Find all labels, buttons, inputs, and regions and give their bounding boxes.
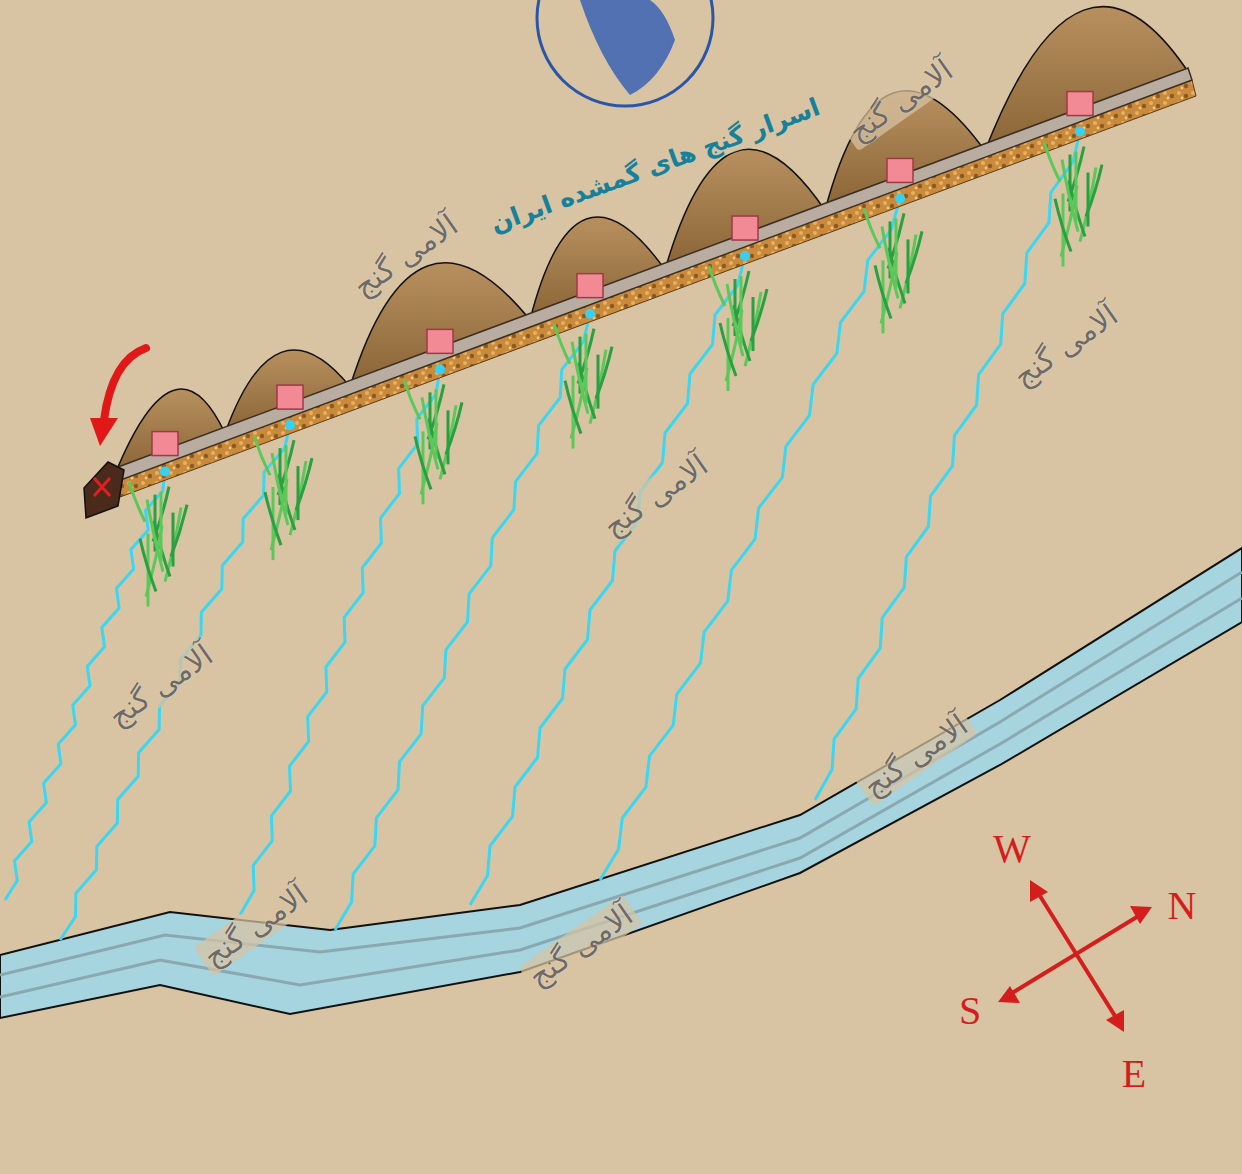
water-drip bbox=[435, 364, 445, 374]
compass-head bbox=[1030, 880, 1048, 902]
reed-blade bbox=[265, 492, 281, 545]
reed-blade bbox=[1044, 142, 1060, 182]
water-drip bbox=[585, 309, 595, 319]
streams bbox=[5, 132, 1080, 941]
reed-blade bbox=[907, 239, 910, 293]
stream bbox=[470, 256, 745, 905]
river-body bbox=[0, 548, 1242, 1018]
reed-blade bbox=[1055, 199, 1071, 252]
reed-blade bbox=[435, 389, 438, 459]
gravel-bed bbox=[110, 80, 1196, 500]
water-drip bbox=[1075, 127, 1085, 137]
reed-blade bbox=[297, 466, 300, 520]
compass-arm bbox=[1035, 888, 1120, 1024]
water-drip bbox=[740, 251, 750, 261]
logo bbox=[537, 0, 713, 106]
compass-head bbox=[1106, 1010, 1124, 1032]
stream bbox=[240, 369, 440, 915]
well-shaft bbox=[887, 158, 913, 182]
compass-letter: S bbox=[959, 987, 981, 1034]
reed-blade bbox=[585, 334, 588, 404]
well-shaft bbox=[577, 274, 603, 298]
end-stone bbox=[84, 462, 124, 518]
reed-blade bbox=[1086, 165, 1102, 217]
reed-blade bbox=[296, 458, 312, 510]
compass-letter: N bbox=[1168, 882, 1197, 929]
compass-head bbox=[998, 986, 1020, 1003]
stone-marker bbox=[84, 462, 124, 518]
reed-blade bbox=[140, 539, 156, 592]
reed-blade bbox=[906, 231, 922, 283]
reed-blade bbox=[1087, 173, 1090, 227]
reed-blade bbox=[895, 218, 898, 288]
well-shaft bbox=[277, 385, 303, 409]
qanat-channel bbox=[110, 68, 1192, 484]
reed-blade bbox=[554, 324, 570, 364]
stream bbox=[335, 314, 590, 930]
water-drip bbox=[285, 420, 295, 430]
reed-blade bbox=[751, 289, 767, 341]
reed-blade bbox=[171, 505, 187, 557]
reeds bbox=[129, 142, 1102, 607]
stream bbox=[815, 132, 1080, 801]
reed-blade bbox=[597, 355, 600, 409]
well-shafts bbox=[152, 92, 1093, 477]
well-shaft bbox=[1067, 92, 1093, 116]
reed-blade bbox=[709, 266, 725, 306]
reed-blade bbox=[404, 379, 420, 419]
well-shaft bbox=[732, 216, 758, 240]
spoil-mounds bbox=[115, 7, 1190, 475]
logo-ring bbox=[537, 0, 713, 106]
reed-blade bbox=[129, 482, 145, 522]
reed-blade bbox=[446, 402, 462, 454]
reed-blade bbox=[254, 435, 270, 475]
river bbox=[0, 548, 1242, 1018]
red-arrowhead bbox=[90, 418, 118, 446]
reed-blade bbox=[285, 445, 288, 515]
reed-blade bbox=[596, 347, 612, 399]
compass-head bbox=[1130, 906, 1152, 924]
reed-blade bbox=[1075, 152, 1078, 222]
reed-blade bbox=[875, 265, 891, 318]
water-drip bbox=[895, 193, 905, 203]
compass-arm bbox=[1004, 912, 1145, 998]
red-arrow bbox=[104, 348, 146, 420]
reed-blade bbox=[864, 208, 880, 248]
reed-blade bbox=[752, 297, 755, 351]
reed-blade bbox=[172, 513, 175, 567]
x-mark bbox=[94, 478, 110, 496]
reed-blade bbox=[565, 381, 581, 434]
reed-blade bbox=[740, 276, 743, 346]
water-drip bbox=[160, 467, 170, 477]
reed-blade bbox=[447, 410, 450, 464]
logo-emblem bbox=[580, 0, 675, 95]
reed-blade bbox=[160, 492, 163, 562]
compass-letter: E bbox=[1122, 1050, 1146, 1097]
well-shaft bbox=[427, 329, 453, 353]
river-current bbox=[0, 598, 1242, 997]
compass bbox=[998, 880, 1152, 1032]
well-shaft bbox=[152, 432, 178, 456]
compass-letter: W bbox=[993, 825, 1031, 872]
reed-blade bbox=[415, 436, 431, 489]
reed-blade bbox=[720, 323, 736, 376]
